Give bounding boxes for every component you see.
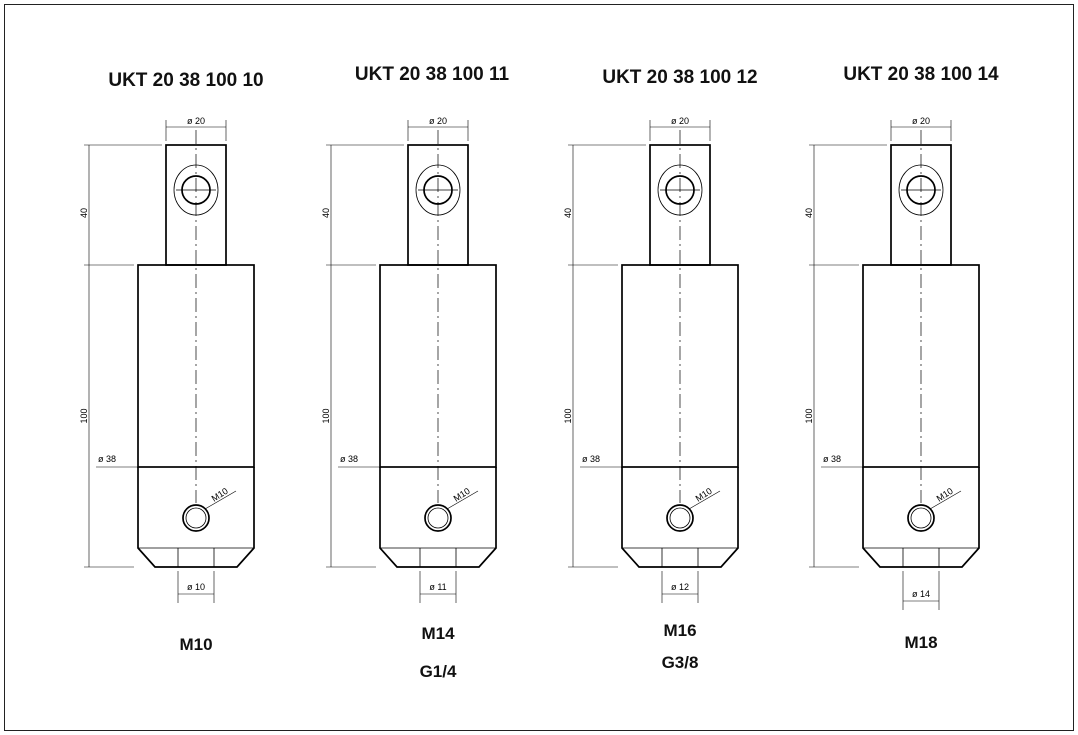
bottom-diameter-dimension: ø 14 — [902, 571, 940, 610]
part-number-title: UKT 20 38 100 10 — [108, 70, 263, 91]
thread-size-label: M10 — [179, 635, 212, 654]
body-diameter-dimension: ø 38 — [580, 454, 738, 468]
bottom-diameter-dimension: ø 11 — [419, 571, 457, 603]
port-thread-label: M10 — [935, 486, 955, 504]
cylinder-outline — [862, 130, 980, 568]
body-diameter-dimension: ø 38 — [96, 454, 254, 468]
body-diameter-label: ø 38 — [98, 454, 116, 464]
body-diameter-label: ø 38 — [823, 454, 841, 464]
thread-size-label: M14 — [421, 624, 455, 643]
side-port: M10 — [182, 486, 237, 532]
pin-diameter-label: ø 20 — [429, 116, 447, 126]
cylinder-drawing: UKT 20 38 100 10 M10 ø 20 — [79, 70, 264, 654]
cylinder-drawing: UKT 20 38 100 11 M10 ø 20 — [321, 64, 510, 681]
body-length-label: 100 — [804, 408, 814, 423]
body-length-label: 100 — [321, 408, 331, 423]
length-dimensions: 40 100 — [563, 144, 646, 568]
pin-diameter-dimension: ø 20 — [890, 116, 952, 141]
port-thread-label: M10 — [694, 486, 714, 504]
pin-diameter-dimension: ø 20 — [165, 116, 227, 141]
pin-diameter-label: ø 20 — [671, 116, 689, 126]
cylinder-outline — [379, 130, 497, 568]
thread-size-label: M18 — [904, 633, 937, 652]
side-port: M10 — [907, 486, 962, 532]
cylinder-drawing: UKT 20 38 100 12 M10 ø 20 — [563, 67, 758, 672]
cylinder-outline — [621, 130, 739, 568]
thread-alt-label: G1/4 — [420, 662, 457, 681]
pin-diameter-dimension: ø 20 — [649, 116, 711, 141]
pin-diameter-label: ø 20 — [187, 116, 205, 126]
port-thread-label: M10 — [452, 486, 472, 504]
part-number-title: UKT 20 38 100 11 — [355, 64, 510, 85]
length-dimensions: 40 100 — [804, 144, 887, 568]
part-number-title: UKT 20 38 100 12 — [602, 67, 757, 88]
body-diameter-label: ø 38 — [340, 454, 358, 464]
pin-length-label: 40 — [563, 208, 573, 218]
side-port: M10 — [424, 486, 479, 532]
port-thread-label: M10 — [210, 486, 230, 504]
body-diameter-dimension: ø 38 — [338, 454, 496, 468]
body-length-label: 100 — [79, 408, 89, 423]
body-diameter-label: ø 38 — [582, 454, 600, 464]
cylinder-drawing: UKT 20 38 100 14 M10 ø 20 — [804, 64, 999, 652]
part-number-title: UKT 20 38 100 14 — [843, 64, 999, 85]
bottom-diameter-label: ø 14 — [912, 589, 930, 599]
pin-length-label: 40 — [321, 208, 331, 218]
pin-diameter-dimension: ø 20 — [407, 116, 469, 141]
thread-alt-label: G3/8 — [662, 653, 699, 672]
length-dimensions: 40 100 — [321, 144, 404, 568]
pin-length-label: 40 — [804, 208, 814, 218]
body-length-label: 100 — [563, 408, 573, 423]
pin-length-label: 40 — [79, 208, 89, 218]
side-port: M10 — [666, 486, 721, 532]
bottom-diameter-label: ø 10 — [187, 582, 205, 592]
pin-diameter-label: ø 20 — [912, 116, 930, 126]
length-dimensions: 40 100 — [79, 144, 162, 568]
body-diameter-dimension: ø 38 — [821, 454, 979, 468]
bottom-diameter-dimension: ø 10 — [177, 571, 215, 603]
bottom-diameter-label: ø 11 — [429, 582, 446, 592]
cylinder-outline — [137, 130, 255, 568]
bottom-diameter-label: ø 12 — [671, 582, 689, 592]
bottom-diameter-dimension: ø 12 — [661, 571, 699, 603]
thread-size-label: M16 — [663, 621, 696, 640]
sheet-border — [4, 4, 1074, 731]
